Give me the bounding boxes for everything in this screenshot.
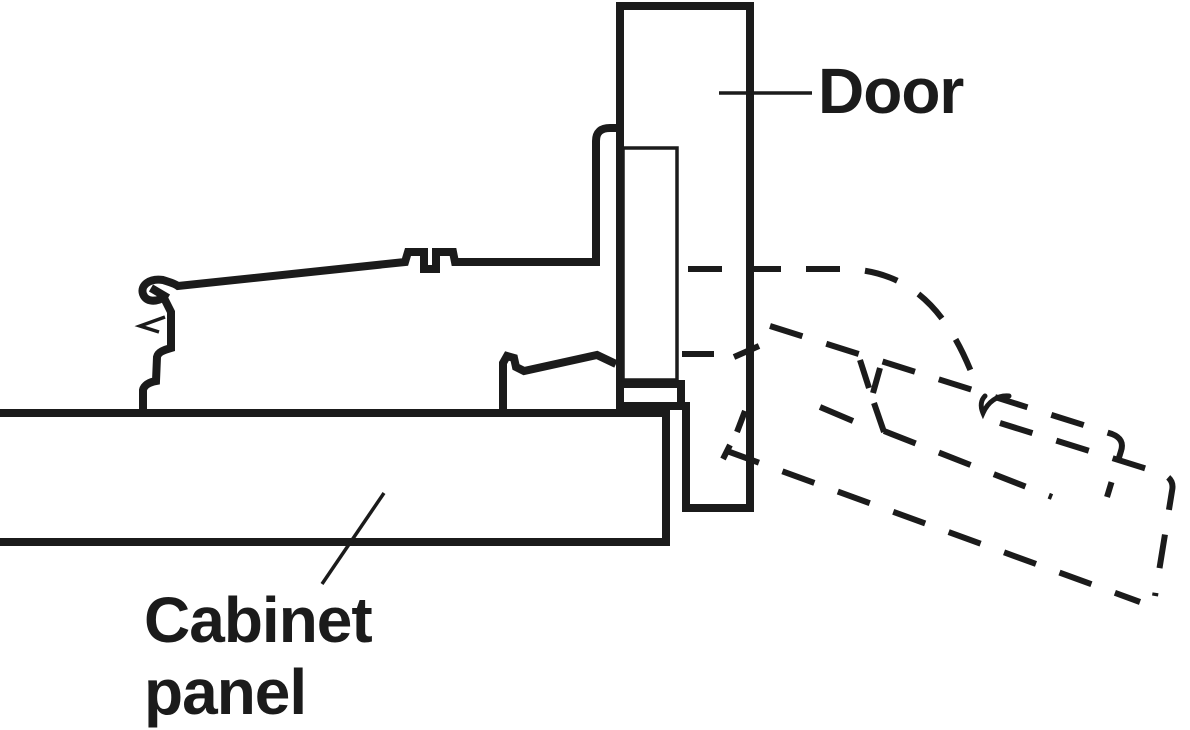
open-door-outer-face (725, 448, 1142, 605)
arm-chevron-mark (134, 315, 166, 334)
open-cup-edge-dash-2 (871, 402, 887, 433)
hinge-cup-flange (616, 380, 685, 406)
hinge-cup-body (621, 146, 679, 382)
swing-arc-end-hook (978, 393, 1012, 420)
door-swing-arc (688, 266, 981, 391)
open-door-inner-face (769, 323, 1125, 498)
arm-left-foot-profile (139, 296, 175, 411)
cabinet-panel-leader-line (320, 492, 386, 585)
open-cup-dash-2 (732, 343, 761, 360)
door-closed-outline (616, 2, 754, 512)
open-cup-edge-dash-1 (857, 359, 872, 389)
open-door-mid-line (882, 428, 1054, 500)
open-door-near-edge-dash-1 (734, 409, 748, 434)
open-cup-dash-3 (818, 404, 855, 424)
arm-underside-profile (499, 350, 618, 411)
arm-tip-flag (148, 284, 171, 302)
cabinet-panel-label: Cabinet panel (144, 584, 373, 729)
open-door-rebate-line (999, 420, 1176, 597)
hinge-arm-outline (138, 124, 621, 305)
door-label: Door (818, 55, 964, 127)
open-cup-edge-dash-3 (870, 367, 883, 394)
cabinet-panel-outline (0, 409, 670, 546)
open-door-near-edge-dash-2 (720, 443, 733, 461)
